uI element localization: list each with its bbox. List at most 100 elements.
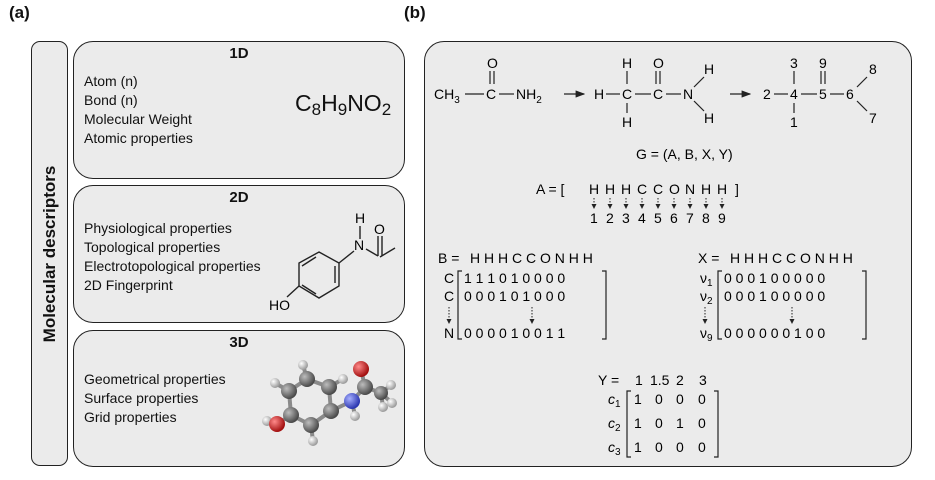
svg-text:8: 8: [869, 61, 877, 77]
svg-text:1: 1: [676, 415, 684, 431]
svg-text:7: 7: [869, 110, 877, 126]
molecular-descriptors-bar: Molecular descriptors: [31, 41, 68, 466]
box-2d-list: Physiological properties Topological pro…: [84, 219, 261, 295]
svg-text:9: 9: [819, 55, 827, 71]
svg-text:3: 3: [622, 210, 630, 226]
svg-text:ν9: ν9: [700, 325, 713, 344]
svg-text:C: C: [444, 270, 454, 286]
svg-text:1: 1: [590, 210, 598, 226]
svg-text:0 0 0 1 0 0 0 0 0: 0 0 0 1 0 0 0 0 0: [724, 288, 825, 304]
box-3d: 3D Geometrical properties Surface proper…: [73, 330, 405, 467]
oxygen-label: O: [374, 221, 385, 237]
svg-text:7: 7: [686, 210, 694, 226]
svg-text:ν2: ν2: [700, 288, 713, 307]
molecular-descriptors-label: Molecular descriptors: [39, 165, 59, 342]
paracetamol-structure: N H O HO: [269, 210, 396, 313]
svg-text:1: 1: [634, 391, 642, 407]
svg-text:O: O: [487, 55, 498, 71]
svg-text:H: H: [622, 114, 632, 130]
box-1d-title: 1D: [229, 45, 249, 62]
list-item: 2D Fingerprint: [84, 277, 173, 293]
svg-text:1: 1: [790, 114, 798, 130]
graph-representation-svg: CH3 C O NH2 H C H H C O N H: [434, 55, 877, 458]
list-item: Molecular Weight: [84, 111, 192, 127]
oxygen-atom-hydroxyl: [269, 416, 285, 432]
bond-feature-matrix-y: Y = 1 1.5 2 3 c1 c2 c3 1 0 0 0 1 0 1 0 1…: [598, 372, 719, 458]
list-item: Topological properties: [84, 239, 221, 255]
box-3d-list: Geometrical properties Surface propertie…: [84, 370, 226, 427]
oxygen-atom-carbonyl: [353, 361, 369, 377]
svg-text:O: O: [653, 55, 664, 71]
svg-text:Y =: Y =: [598, 372, 619, 388]
svg-text:C: C: [637, 181, 647, 197]
svg-text:0: 0: [676, 391, 684, 407]
atom-vector-a: A = [ H H H C C O N H H ] 1 2: [536, 181, 739, 226]
hydrogen-atoms: [262, 360, 397, 446]
svg-text:B =: B =: [438, 250, 459, 266]
svg-text:C: C: [622, 86, 632, 102]
svg-text:H: H: [704, 61, 714, 77]
nitrogen-label: N: [354, 237, 364, 253]
svg-text:3: 3: [699, 372, 707, 388]
svg-text:H: H: [605, 181, 615, 197]
svg-text:1: 1: [635, 372, 643, 388]
svg-text:X =: X =: [698, 250, 719, 266]
panel-b-label: (b): [404, 3, 426, 22]
svg-text:0 0 0 0 1 0 0 1 1: 0 0 0 0 1 0 0 1 1: [464, 325, 565, 341]
svg-text:0: 0: [698, 415, 706, 431]
panel-a-label: (a): [9, 3, 30, 22]
svg-text:H: H: [594, 86, 604, 102]
box-1d: 1D Atom (n) Bond (n) Molecular Weight At…: [73, 41, 405, 179]
list-item: Atomic properties: [84, 130, 193, 146]
hydroxyl-label: HO: [269, 297, 290, 313]
svg-text:5: 5: [819, 86, 827, 102]
svg-text:3: 3: [790, 55, 798, 71]
graph-equation: G = (A, B, X, Y): [636, 146, 733, 162]
box-1d-list: Atom (n) Bond (n) Molecular Weight Atomi…: [84, 72, 193, 148]
svg-text:H H H C C O N H H: H H H C C O N H H: [470, 250, 593, 266]
list-item: Atom (n): [84, 73, 138, 89]
svg-text:C: C: [444, 288, 454, 304]
svg-text:0: 0: [655, 415, 663, 431]
svg-text:0 0 0 1 0 0 0 0 0: 0 0 0 1 0 0 0 0 0: [724, 270, 825, 286]
svg-text:1: 1: [634, 439, 642, 455]
list-item: Grid properties: [84, 409, 177, 425]
svg-text:2: 2: [606, 210, 614, 226]
numbered-graph: 2 4 3 1 5 9 6 8 7: [763, 55, 877, 130]
svg-text:N: N: [683, 86, 693, 102]
svg-text:c3: c3: [608, 439, 621, 458]
svg-text:H: H: [701, 181, 711, 197]
svg-text:A = [: A = [: [536, 181, 565, 197]
svg-text:2: 2: [763, 86, 771, 102]
list-item: Electrotopological properties: [84, 258, 261, 274]
svg-text:1.5: 1.5: [650, 372, 670, 388]
svg-text:0: 0: [655, 391, 663, 407]
svg-text:]: ]: [735, 181, 739, 197]
svg-text:H: H: [717, 181, 727, 197]
svg-text:C: C: [653, 86, 663, 102]
box-2d-title: 2D: [229, 189, 249, 206]
svg-text:5: 5: [654, 210, 662, 226]
list-item: Geometrical properties: [84, 371, 226, 387]
hydrogen-label: H: [355, 210, 365, 226]
list-item: Surface properties: [84, 390, 199, 406]
svg-text:4: 4: [638, 210, 646, 226]
bond-matrix-b: B = H H H C C O N H H C C N 1 1 1 0 1 0 …: [438, 250, 607, 341]
svg-text:H: H: [621, 181, 631, 197]
svg-text:H: H: [589, 181, 599, 197]
list-item: Physiological properties: [84, 220, 232, 236]
svg-text:H H H C C O N H H: H H H C C O N H H: [730, 250, 853, 266]
svg-text:c2: c2: [608, 415, 621, 434]
svg-text:9: 9: [718, 210, 726, 226]
list-item: Bond (n): [84, 92, 138, 108]
svg-text:4: 4: [790, 86, 798, 102]
acetamide-condensed: CH3 C O NH2: [434, 55, 542, 106]
box-3d-title: 3D: [229, 334, 249, 351]
svg-text:N: N: [444, 325, 454, 341]
svg-text:0 0 0 0 0 0 1 0 0: 0 0 0 0 0 0 1 0 0: [724, 325, 825, 341]
ball-and-stick-model: [262, 360, 397, 446]
svg-text:NH2: NH2: [516, 86, 542, 106]
acetamide-full: H C H H C O N H H: [594, 55, 714, 130]
molecular-formula: C8H9NO2: [295, 90, 392, 119]
svg-text:C: C: [486, 86, 496, 102]
